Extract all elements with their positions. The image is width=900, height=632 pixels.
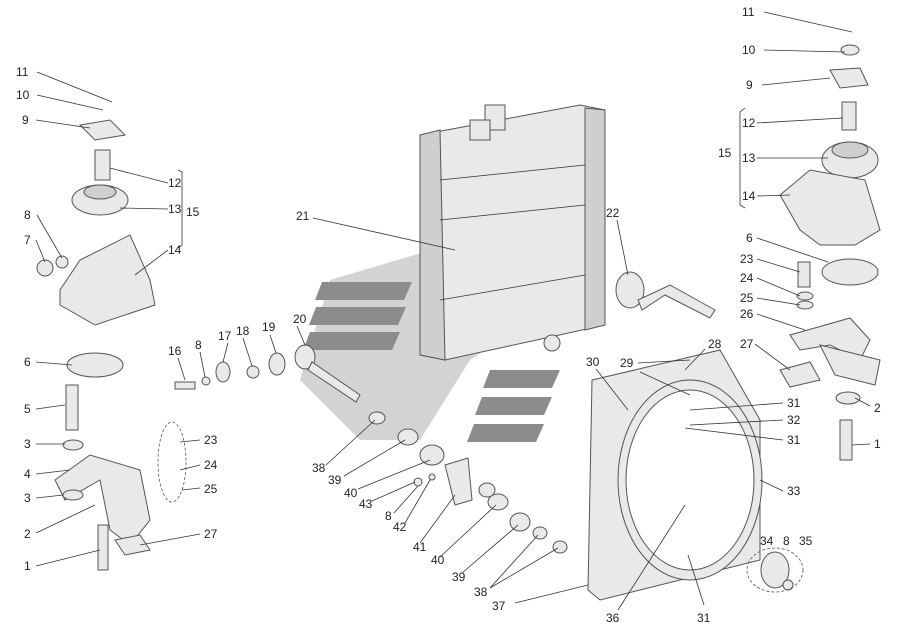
label-1-right: 1 bbox=[874, 437, 881, 451]
label-24-right: 24 bbox=[740, 271, 754, 285]
label-21: 21 bbox=[296, 209, 310, 223]
label-27-right: 27 bbox=[740, 337, 754, 351]
label-37: 37 bbox=[492, 599, 506, 613]
label-7-left: 7 bbox=[24, 233, 31, 247]
label-8b: 8 bbox=[195, 338, 202, 352]
label-40a: 40 bbox=[344, 486, 358, 500]
label-31c: 31 bbox=[697, 611, 711, 625]
part-labels: 11 10 9 8 7 12 13 15 14 6 5 3 4 3 2 1 16… bbox=[16, 5, 881, 625]
label-36: 36 bbox=[606, 611, 620, 625]
label-5-left: 5 bbox=[24, 402, 31, 416]
label-6-right: 6 bbox=[746, 231, 753, 245]
label-19: 19 bbox=[262, 320, 276, 334]
label-25-right: 25 bbox=[740, 291, 754, 305]
label-4-left: 4 bbox=[24, 467, 31, 481]
radiator bbox=[419, 104, 606, 361]
label-1-left: 1 bbox=[24, 559, 31, 573]
label-31b: 31 bbox=[787, 433, 801, 447]
label-9-left: 9 bbox=[22, 113, 29, 127]
left-mount-parts bbox=[36, 119, 156, 571]
label-35: 35 bbox=[799, 534, 813, 548]
label-2-left: 2 bbox=[24, 527, 31, 541]
label-6-left: 6 bbox=[24, 355, 31, 369]
label-23-left: 23 bbox=[204, 433, 218, 447]
label-3a-left: 3 bbox=[24, 437, 31, 451]
label-29: 29 bbox=[620, 356, 634, 370]
label-15-left: 15 bbox=[186, 205, 200, 219]
center-small-parts bbox=[174, 344, 568, 554]
label-12-left: 12 bbox=[168, 176, 182, 190]
label-34: 34 bbox=[760, 534, 774, 548]
label-28: 28 bbox=[708, 337, 722, 351]
label-9-right: 9 bbox=[746, 78, 753, 92]
pipe bbox=[615, 271, 716, 319]
label-16: 16 bbox=[168, 344, 182, 358]
label-27-left: 27 bbox=[204, 527, 218, 541]
label-13-right: 13 bbox=[742, 151, 756, 165]
label-13-left: 13 bbox=[168, 202, 182, 216]
label-39a: 39 bbox=[328, 473, 342, 487]
label-20: 20 bbox=[293, 312, 307, 326]
right-mount-parts bbox=[760, 44, 881, 591]
label-3b-left: 3 bbox=[24, 491, 31, 505]
label-39b: 39 bbox=[452, 570, 466, 584]
label-24-left: 24 bbox=[204, 458, 218, 472]
label-15-right: 15 bbox=[718, 146, 732, 160]
label-22: 22 bbox=[606, 206, 620, 220]
label-38b: 38 bbox=[474, 585, 488, 599]
label-10-left: 10 bbox=[16, 88, 30, 102]
label-8-left: 8 bbox=[24, 208, 31, 222]
label-2-right: 2 bbox=[874, 401, 881, 415]
label-11-left: 11 bbox=[16, 65, 29, 79]
label-8d: 8 bbox=[783, 534, 790, 548]
label-41: 41 bbox=[413, 540, 427, 554]
label-40b: 40 bbox=[431, 553, 445, 567]
label-8c: 8 bbox=[385, 509, 392, 523]
label-11-right: 11 bbox=[742, 5, 755, 19]
label-25-left: 25 bbox=[204, 482, 218, 496]
label-14-right: 14 bbox=[742, 189, 756, 203]
label-26-right: 26 bbox=[740, 307, 754, 321]
leader-lines bbox=[35, 11, 871, 611]
label-23-right: 23 bbox=[740, 252, 754, 266]
label-10-right: 10 bbox=[742, 43, 756, 57]
fan-shroud bbox=[587, 349, 763, 601]
label-42: 42 bbox=[393, 520, 407, 534]
label-17: 17 bbox=[218, 329, 232, 343]
label-14-left: 14 bbox=[168, 243, 182, 257]
label-32: 32 bbox=[787, 413, 801, 427]
label-12-right: 12 bbox=[742, 116, 756, 130]
label-31a: 31 bbox=[787, 396, 801, 410]
label-33: 33 bbox=[787, 484, 801, 498]
label-18: 18 bbox=[236, 324, 250, 338]
label-30: 30 bbox=[586, 355, 600, 369]
label-38a: 38 bbox=[312, 461, 326, 475]
label-43: 43 bbox=[359, 497, 373, 511]
